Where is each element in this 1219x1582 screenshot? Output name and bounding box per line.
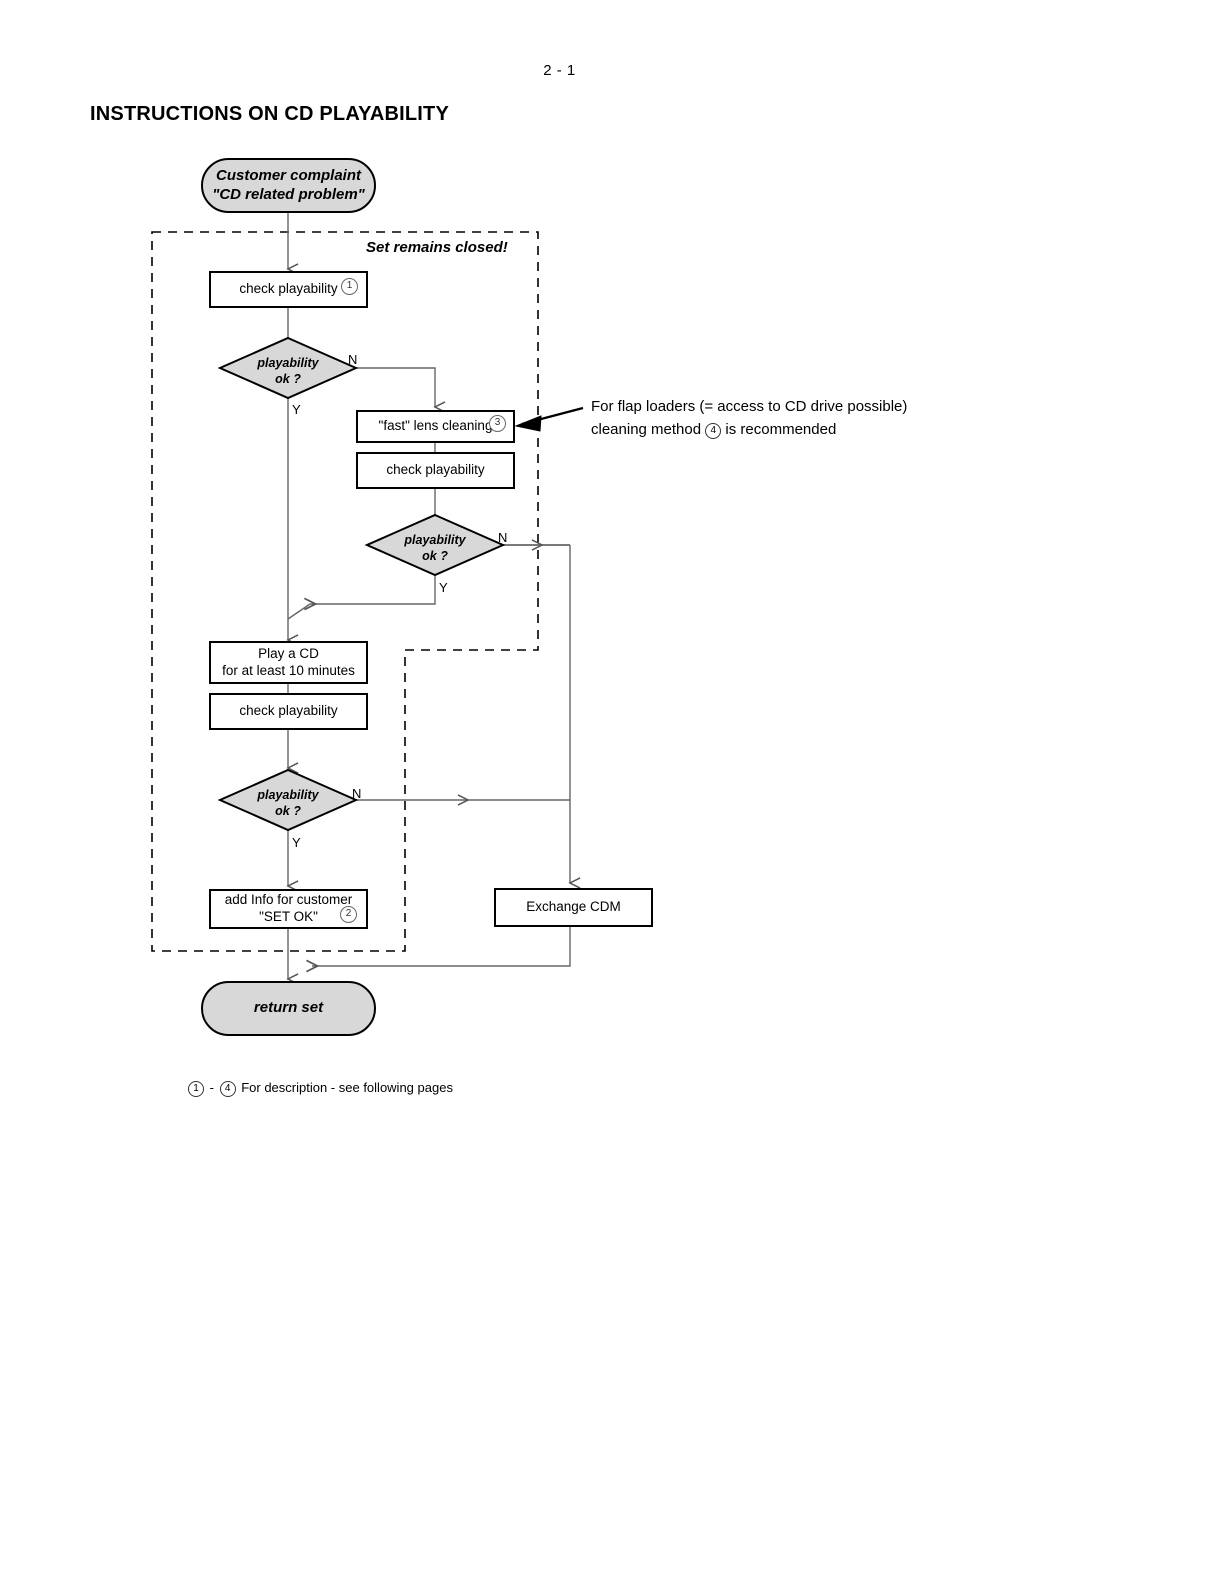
- process-check-playability-1-label: check playability: [239, 281, 338, 297]
- process-add-info-line-2: "SET OK": [259, 909, 318, 924]
- process-add-info-for-customer: add Info for customer "SET OK" 2: [209, 889, 368, 929]
- start-terminator: Customer complaint "CD related problem": [201, 158, 376, 213]
- process-fast-lens-cleaning-label: "fast" lens cleaning: [378, 418, 493, 434]
- note-badge-1: 1: [341, 278, 358, 295]
- footnote: 1 - 4 For description - see following pa…: [186, 1080, 453, 1097]
- note-badge-3: 3: [489, 415, 506, 432]
- annotation-line-2-after: is recommended: [725, 420, 837, 438]
- annotation-line-2: cleaning method 4 is recommended: [591, 419, 907, 442]
- footnote-badge-to: 4: [219, 1081, 236, 1097]
- decision-3-line-2: ok ?: [275, 803, 301, 818]
- end-terminator-label: return set: [253, 999, 324, 1017]
- process-exchange-cdm: Exchange CDM: [494, 888, 653, 927]
- decision-1-no-label: N: [348, 352, 358, 367]
- decision-1-label: playability ok ?: [220, 356, 356, 387]
- annotation-line-1: For flap loaders (= access to CD drive p…: [591, 398, 908, 415]
- start-line-1: Customer complaint: [215, 166, 362, 184]
- set-remains-closed-label: Set remains closed!: [366, 239, 508, 256]
- decision-1-line-2: ok ?: [275, 371, 301, 386]
- process-play-a-cd-line-2: for at least 10 minutes: [222, 662, 355, 678]
- end-terminator: return set: [201, 981, 376, 1036]
- decision-2-yes-label: Y: [439, 580, 448, 595]
- note-badge-2: 2: [340, 906, 357, 923]
- process-check-playability-3: check playability: [209, 693, 368, 730]
- decision-3-yes-label: Y: [292, 835, 301, 850]
- process-check-playability-3-label: check playability: [239, 703, 338, 719]
- footnote-dash: -: [209, 1080, 214, 1095]
- footnote-text: For description - see following pages: [241, 1080, 453, 1095]
- page-number: 2 - 1: [543, 62, 576, 79]
- process-play-a-cd: Play a CD for at least 10 minutes: [209, 641, 368, 684]
- note-badge-4: 4: [705, 422, 722, 439]
- decision-2-line-1: playability: [404, 533, 466, 547]
- process-check-playability-1: check playability 1: [209, 271, 368, 308]
- process-fast-lens-cleaning: "fast" lens cleaning 3: [356, 410, 515, 443]
- footnote-badge-from: 1: [188, 1081, 204, 1097]
- decision-1-line-1: playability: [257, 356, 319, 370]
- annotation-line-2-before: cleaning method: [591, 420, 702, 438]
- decision-2-line-2: ok ?: [422, 548, 448, 563]
- decision-1-yes-label: Y: [292, 402, 301, 417]
- set-remains-closed-boundary: [151, 231, 539, 952]
- flap-loader-annotation: For flap loaders (= access to CD drive p…: [591, 396, 907, 441]
- process-check-playability-2-label: check playability: [386, 462, 485, 478]
- decision-2-label: playability ok ?: [367, 533, 503, 564]
- decision-3-no-label: N: [352, 786, 362, 801]
- process-play-a-cd-line-1: Play a CD: [258, 645, 319, 661]
- start-line-2: "CD related problem": [212, 185, 365, 203]
- decision-3-line-1: playability: [257, 788, 319, 802]
- process-add-info-line-1: add Info for customer: [224, 892, 353, 908]
- process-check-playability-2: check playability: [356, 452, 515, 489]
- process-exchange-cdm-label: Exchange CDM: [526, 899, 621, 915]
- decision-3-label: playability ok ?: [220, 788, 356, 819]
- page-title: INSTRUCTIONS ON CD PLAYABILITY: [90, 103, 449, 125]
- decision-2-no-label: N: [498, 530, 508, 545]
